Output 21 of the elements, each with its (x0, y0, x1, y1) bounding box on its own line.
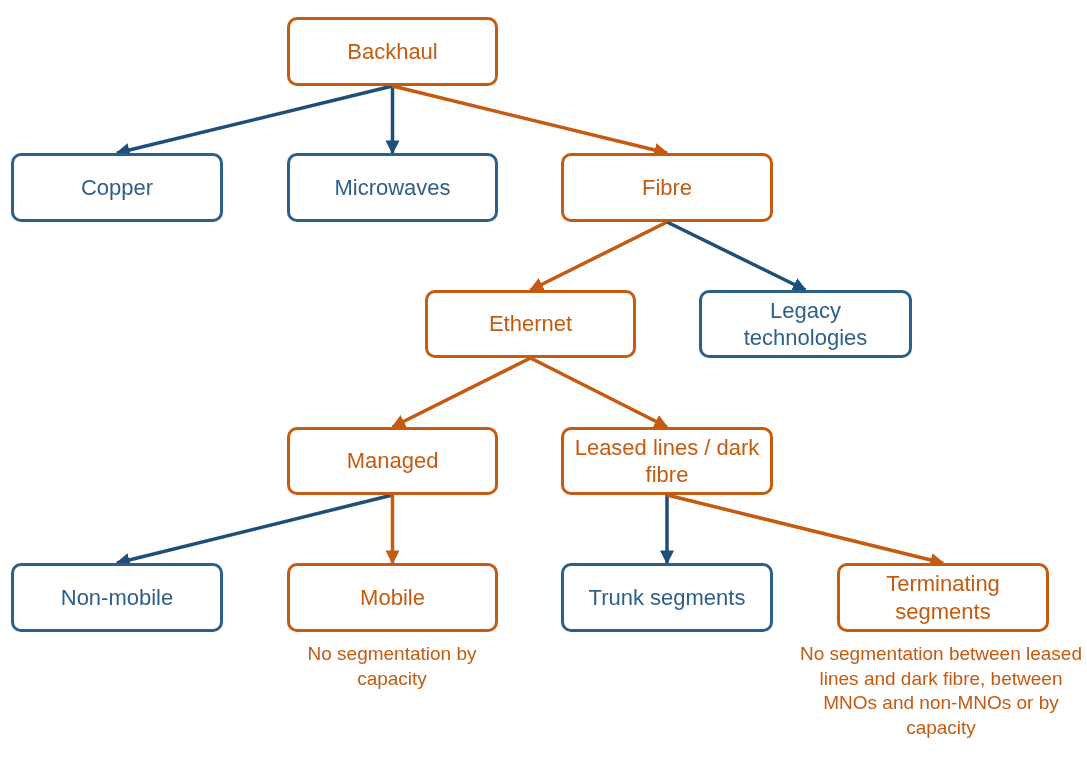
arrow (385, 495, 400, 565)
arrow (666, 220, 807, 292)
note-text: No segmentation by capacity (306, 642, 478, 691)
category-box: Legacy technologies (699, 290, 912, 358)
category-box: Backhaul (287, 17, 498, 86)
arrow (529, 356, 669, 429)
category-box: Managed (287, 427, 498, 495)
category-box: Non-mobile (11, 563, 223, 632)
category-box: Terminating segments (837, 563, 1049, 632)
arrow (391, 356, 532, 429)
category-box: Ethernet (425, 290, 636, 358)
category-box: Fibre (561, 153, 773, 222)
arrow (385, 86, 400, 155)
arrow (529, 220, 668, 292)
note-text: No segmentation between leased lines and dark fibre, between MNOs and non-MNOs or by capacity (799, 642, 1083, 741)
arrow (660, 495, 674, 565)
category-box: Trunk segments (561, 563, 773, 632)
category-box: Mobile (287, 563, 498, 632)
category-box: Leased lines / dark fibre (561, 427, 773, 495)
category-box: Microwaves (287, 153, 498, 222)
category-box: Copper (11, 153, 223, 222)
